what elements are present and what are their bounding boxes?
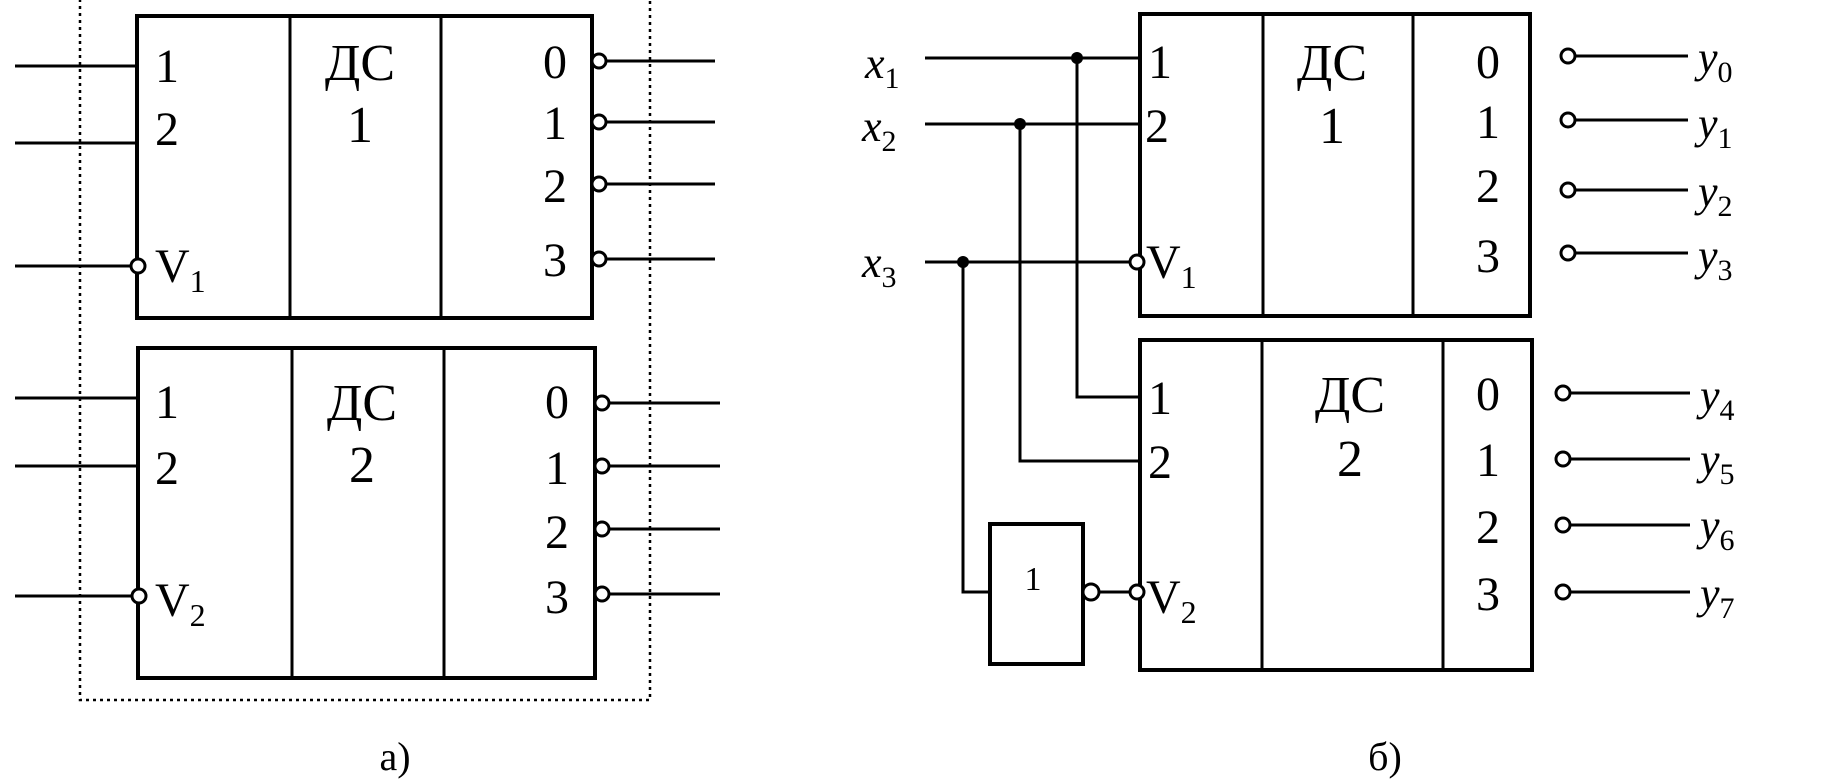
- decoder-b1-body: [1138, 12, 1532, 318]
- decoder-a1-output-bubble-3: [590, 250, 608, 268]
- decoder-a1-input-label-2: 2: [155, 103, 179, 156]
- output-label-y7: y7: [1696, 569, 1735, 625]
- panel-a: ДС 1 1 2 V1 0 1 2 3: [15, 0, 720, 779]
- panel-b: x1 x2 x3 1 ДС 1: [861, 12, 1735, 779]
- decoder-b2-title: ДС: [1315, 367, 1385, 424]
- decoder-a1-output-bubble-2: [590, 175, 608, 193]
- decoder-a1-output-label-3: 3: [543, 234, 567, 287]
- decoder-b2-number: 2: [1337, 431, 1363, 488]
- panel-a-dotted-frame: [78, 0, 652, 702]
- output-label-y5: y5: [1696, 435, 1735, 491]
- decoder-a1-input-label-1: 1: [155, 40, 179, 93]
- decoder-a1-enable-inversion-bubble: [129, 257, 147, 275]
- decoder-b1-enable-sub: 1: [1181, 259, 1197, 295]
- decoder-a2-number: 2: [349, 437, 375, 494]
- decoder-b2-enable-sub: 2: [1181, 594, 1197, 630]
- decoder-a2-output-bubble-1: [593, 457, 611, 475]
- decoder-a1-output-label-2: 2: [543, 160, 567, 213]
- decoder-b2-body: [1138, 338, 1534, 672]
- decoder-b2-output-bubble-1: [1554, 450, 1572, 468]
- decoder-a1-enable-letter: V: [155, 240, 190, 293]
- decoder-a2-output-bubble-0: [593, 394, 611, 412]
- decoder-b1-output-bubble-3: [1559, 244, 1577, 262]
- inverter-gate: 1: [988, 522, 1101, 666]
- decoder-a2-enable-sub: 2: [190, 597, 206, 633]
- decoder-b1-output-label-1: 1: [1476, 96, 1500, 149]
- decoder-b2-enable-letter: V: [1146, 571, 1181, 624]
- decoder-a1-enable-sub: 1: [190, 263, 206, 299]
- decoder-a2-input-label-1: 1: [155, 376, 179, 429]
- decoder-b2-output-label-3: 3: [1476, 568, 1500, 621]
- output-label-y1: y1: [1694, 99, 1733, 155]
- decoder-b2-output-label-0: 0: [1476, 368, 1500, 421]
- inverter-label: 1: [1025, 561, 1042, 598]
- decoder-a1-output-bubble-1: [590, 113, 608, 131]
- decoder-b2-output-label-2: 2: [1476, 501, 1500, 554]
- decoder-b1-enable-inversion-bubble: [1128, 253, 1146, 271]
- decoder-a1-number: 1: [347, 97, 373, 154]
- output-label-y3: y3: [1694, 231, 1733, 287]
- input-label-x3: x3: [861, 238, 897, 294]
- decoder-b1: ДС 1 1 2 V1 0 1 2 3: [1128, 12, 1688, 318]
- decoder-b1-output-bubble-0: [1559, 47, 1577, 65]
- decoder-b2-output-label-1: 1: [1476, 434, 1500, 487]
- decoder-b1-output-label-0: 0: [1476, 36, 1500, 89]
- wire-x3-to-inverter: [961, 262, 990, 594]
- decoder-a1-output-label-1: 1: [543, 97, 567, 150]
- decoder-a2-enable-label: V2: [155, 574, 206, 633]
- decoder-a2-output-label-1: 1: [545, 442, 569, 495]
- decoder-b2-output-bubble-3: [1554, 583, 1572, 601]
- decoder-a2-output-label-2: 2: [545, 506, 569, 559]
- input-label-x2: x2: [861, 102, 897, 158]
- output-label-y2: y2: [1694, 167, 1733, 223]
- decoder-b1-title: ДС: [1297, 35, 1367, 92]
- decoder-a2: ДС 2 1 2 V2 0 1 2 3: [15, 346, 720, 680]
- output-label-y4: y4: [1696, 371, 1735, 427]
- decoder-a1-output-bubble-0: [590, 52, 608, 70]
- decoder-b2-output-bubble-0: [1554, 384, 1572, 402]
- decoder-a1-enable-label: V1: [155, 240, 206, 299]
- decoder-a2-title: ДС: [327, 375, 397, 432]
- decoder-a1-body: [135, 14, 594, 320]
- decoder-a2-enable-letter: V: [155, 574, 190, 627]
- output-label-y6: y6: [1696, 501, 1735, 557]
- decoder-b1-input-label-2: 2: [1145, 100, 1169, 153]
- decoder-a2-input-label-2: 2: [155, 442, 179, 495]
- decoder-b2-enable-label: V2: [1146, 571, 1197, 630]
- decoder-a2-output-label-0: 0: [545, 376, 569, 429]
- decoder-b1-enable-letter: V: [1146, 236, 1181, 289]
- input-label-x1: x1: [864, 39, 900, 95]
- input-wiring: [925, 52, 1140, 594]
- decoder-a2-body: [136, 346, 597, 680]
- wire-x2-to-dc2: [1018, 124, 1140, 463]
- decoder-b2-enable-inversion-bubble: [1128, 583, 1146, 601]
- decoder-b1-output-label-3: 3: [1476, 230, 1500, 283]
- decoder-b2-output-bubble-2: [1554, 516, 1572, 534]
- decoder-b2-input-label-2: 2: [1148, 436, 1172, 489]
- decoder-b1-output-bubble-1: [1559, 111, 1577, 129]
- decoder-a2-output-bubble-3: [593, 585, 611, 603]
- decoder-b2-input-label-1: 1: [1148, 372, 1172, 425]
- decoder-a2-output-bubble-2: [593, 520, 611, 538]
- wire-x1-to-dc2: [1075, 58, 1140, 399]
- decoder-b2: ДС 2 1 2 V2 0 1 2 3: [1128, 338, 1690, 672]
- junction-x3: [957, 256, 969, 268]
- junction-x1: [1071, 52, 1083, 64]
- decoder-a1-output-label-0: 0: [543, 36, 567, 89]
- junction-x2: [1014, 118, 1026, 130]
- output-label-y0: y0: [1694, 33, 1733, 89]
- decoder-a2-output-label-3: 3: [545, 571, 569, 624]
- decoder-a1-title: ДС: [325, 35, 395, 92]
- decoder-b1-number: 1: [1319, 98, 1345, 155]
- decoder-b1-output-label-2: 2: [1476, 160, 1500, 213]
- panel-a-caption: а): [379, 734, 410, 779]
- panel-b-caption: б): [1368, 734, 1402, 779]
- decoder-a1: ДС 1 1 2 V1 0 1 2 3: [15, 14, 715, 320]
- decoder-b1-output-bubble-2: [1559, 181, 1577, 199]
- decoder-b1-input-label-1: 1: [1148, 36, 1172, 89]
- inverter-output-bubble: [1081, 582, 1101, 602]
- decoder-a2-enable-inversion-bubble: [130, 587, 148, 605]
- decoder-b1-enable-label: V1: [1146, 236, 1197, 295]
